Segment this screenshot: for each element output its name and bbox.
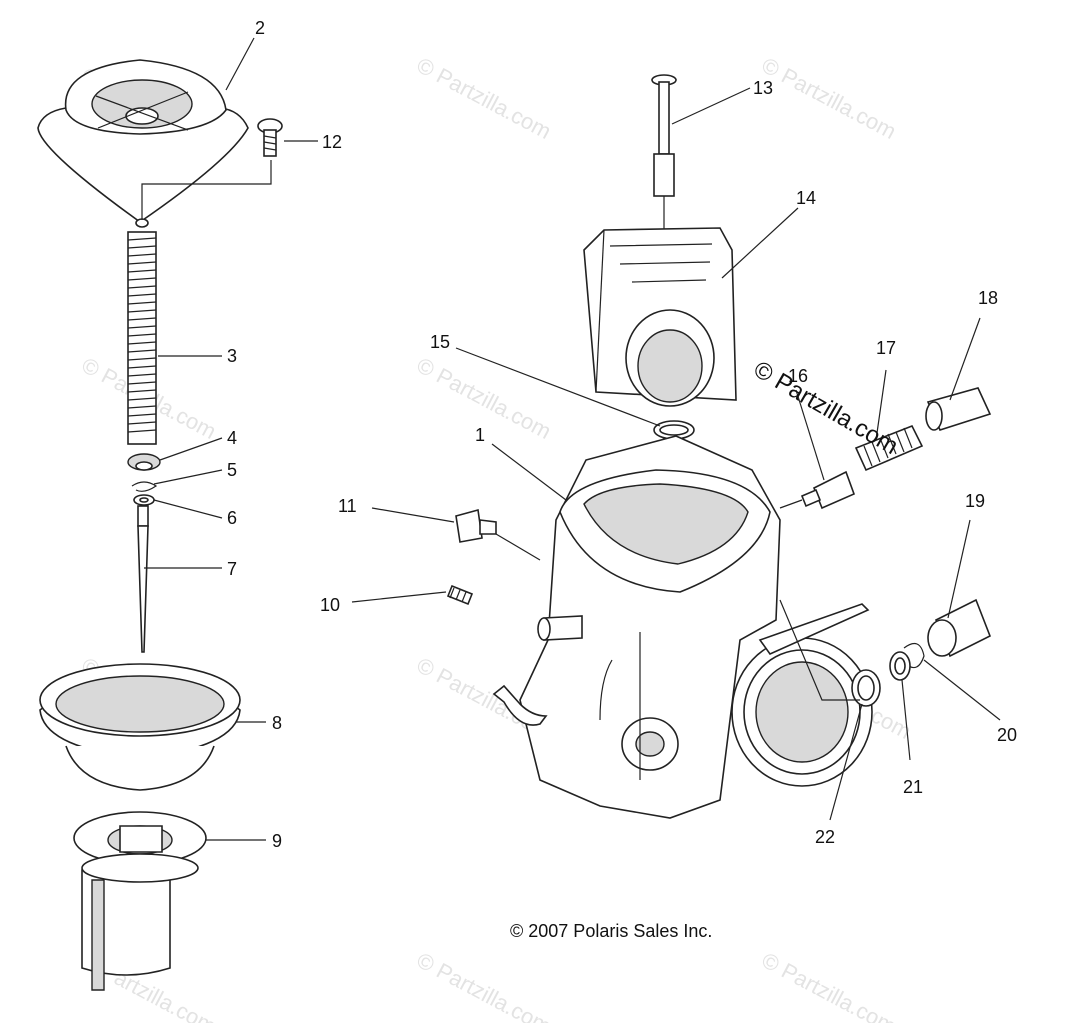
callout-17: 17 [876, 338, 896, 358]
partzilla-stamp: © Partzilla.com [749, 356, 903, 460]
callout-11: 11 [338, 496, 357, 516]
callout-19: 19 [965, 491, 985, 511]
part-e-clip [131, 481, 158, 492]
watermarks: © Partzilla.com © Partzilla.com © Partzi… [78, 52, 916, 1023]
callout-1: 1 [475, 425, 485, 445]
callout-4: 4 [227, 428, 237, 448]
part-spring [127, 231, 157, 445]
watermark: © Partzilla.com [758, 947, 901, 1023]
part-choke-nut [925, 387, 992, 431]
part-washer-21 [889, 651, 911, 681]
callout-15: 15 [430, 332, 450, 352]
part-screw [141, 118, 283, 220]
callout-8: 8 [272, 713, 282, 733]
part-drain-plug [455, 508, 497, 543]
callout-18: 18 [978, 288, 998, 308]
part-retainer [127, 453, 161, 471]
copyright-notice: © 2007 Polaris Sales Inc. [510, 921, 712, 941]
callout-10: 10 [320, 595, 340, 615]
watermark: © Partzilla.com [413, 947, 556, 1023]
part-washer [133, 494, 155, 506]
callout-7: 7 [227, 559, 237, 579]
leader-lines [144, 37, 1001, 841]
callout-22: 22 [815, 827, 835, 847]
callout-6: 6 [227, 508, 237, 528]
callout-2: 2 [255, 18, 265, 38]
part-circlip [903, 642, 925, 669]
part-carburetor-body [492, 435, 873, 819]
part-throttle-slide [73, 811, 207, 991]
callout-14: 14 [796, 188, 816, 208]
part-choke-housing [583, 227, 737, 407]
watermark: © Partzilla.com [758, 52, 901, 144]
part-choke-plunger [651, 74, 677, 236]
part-o-ring [653, 420, 695, 440]
part-choke-spring [854, 424, 924, 472]
part-top-cap [37, 59, 249, 228]
callouts: 1 2 3 4 5 6 7 8 9 10 11 12 13 14 15 16 1… [227, 18, 1017, 851]
part-pilot-screw [446, 584, 474, 606]
part-seal [851, 669, 881, 707]
callout-21: 21 [903, 777, 923, 797]
part-jet-needle [137, 505, 149, 653]
callout-5: 5 [227, 460, 237, 480]
watermark: © Partzilla.com [413, 52, 556, 144]
part-cap [927, 598, 992, 658]
part-diaphragm [39, 663, 241, 791]
callout-20: 20 [997, 725, 1017, 745]
callout-12: 12 [322, 132, 342, 152]
part-choke-valve [800, 470, 856, 510]
callout-9: 9 [272, 831, 282, 851]
callout-3: 3 [227, 346, 237, 366]
callout-16: 16 [788, 366, 808, 386]
callout-13: 13 [753, 78, 773, 98]
